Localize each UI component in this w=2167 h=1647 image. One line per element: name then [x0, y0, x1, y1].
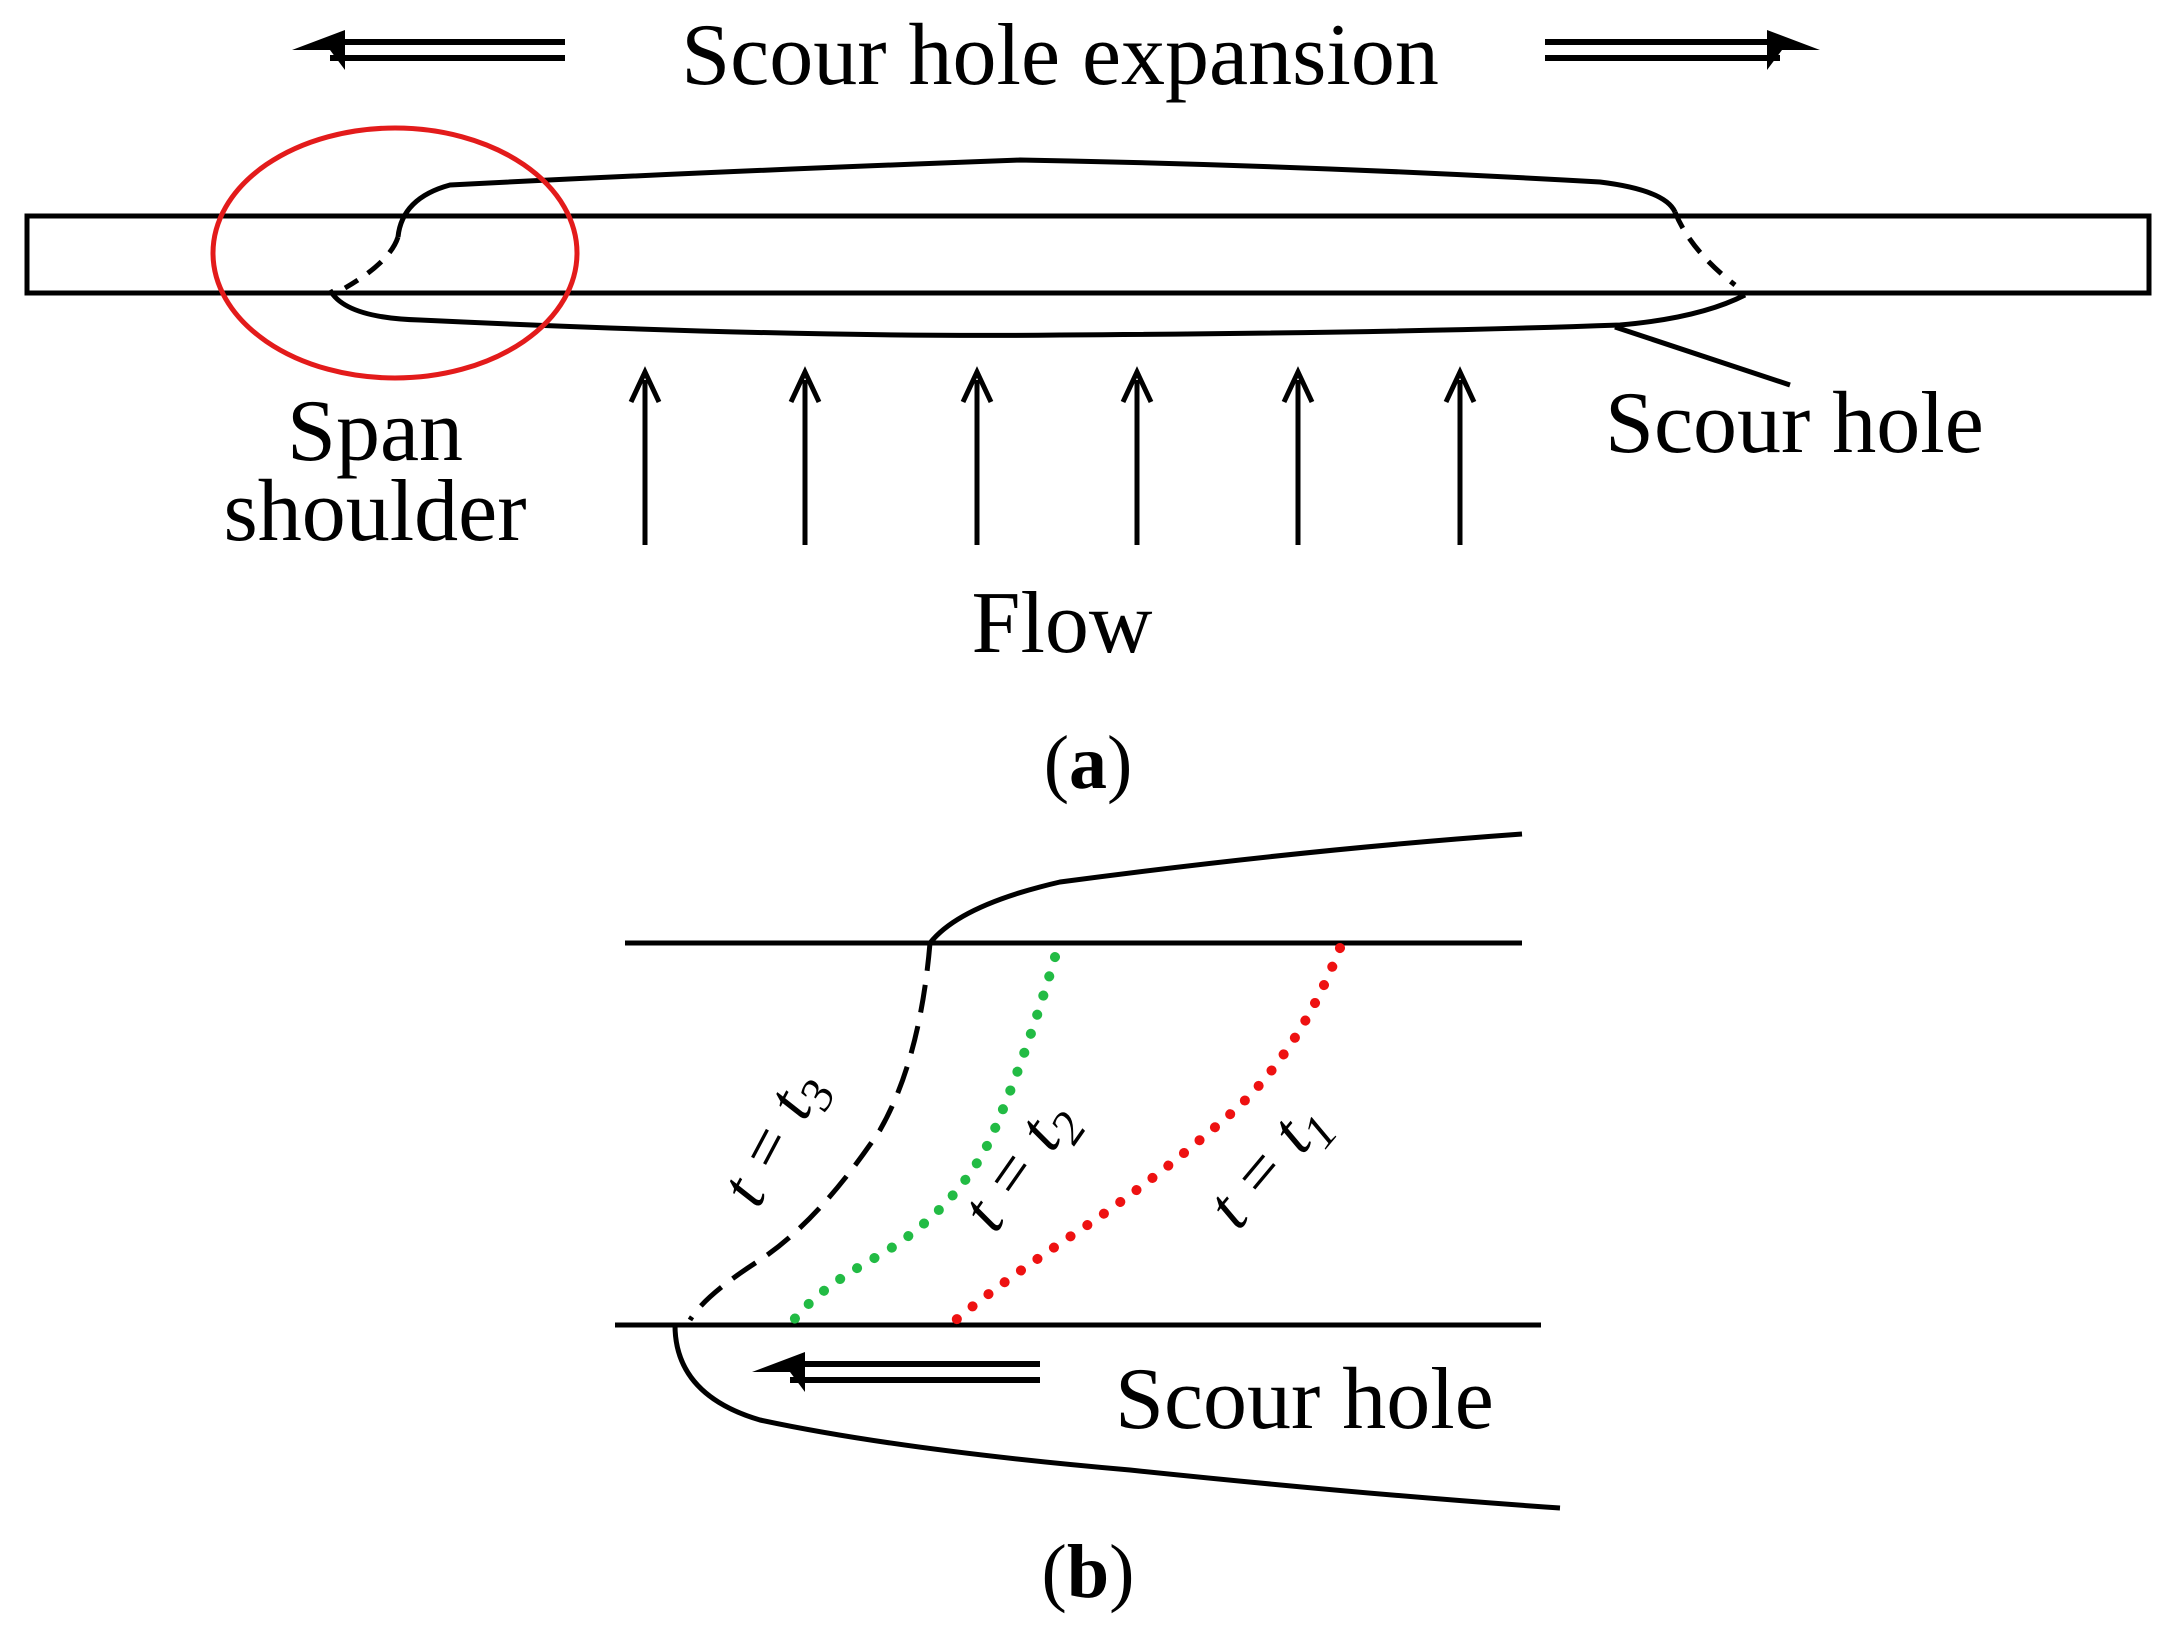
- span-shoulder-label-line2: shoulder: [223, 463, 526, 560]
- flow-arrow: [1281, 366, 1315, 545]
- panel-a-label: (a): [1044, 721, 1133, 805]
- panel-b-paren-open: (: [1042, 1530, 1067, 1614]
- scour-hole-right-hidden-edge: [1672, 211, 1737, 287]
- svg-text:(a): (a): [1044, 721, 1133, 805]
- scour-hole-label-a: Scour hole: [1605, 375, 1984, 472]
- scour-hole-left-hidden-edge: [343, 236, 401, 291]
- scour-hole-lower-edge: [327, 288, 1747, 338]
- profile-t3: [687, 942, 933, 1322]
- scour-hole-upper-edge: [395, 157, 1678, 238]
- flow-arrow: [1443, 366, 1477, 545]
- scour-edge-lower: [672, 1324, 1561, 1511]
- flow-label: Flow: [972, 575, 1153, 672]
- span-shoulder-highlight-circle: [210, 125, 580, 381]
- flow-arrows: [628, 366, 1477, 545]
- expansion-arrow-right: [1545, 30, 1820, 70]
- expansion-arrow-left: [292, 30, 565, 70]
- scour-edge-upper: [928, 831, 1523, 945]
- label-t2: t = t2: [945, 1084, 1097, 1249]
- panel-a: Scour hole expansion Scour hole Span sho…: [24, 7, 2152, 805]
- panel-b-letter: b: [1067, 1530, 1109, 1614]
- scour-hole-arrow: [752, 1352, 1040, 1392]
- panel-b-paren-close: ): [1109, 1530, 1134, 1614]
- svg-text:(b): (b): [1042, 1530, 1135, 1614]
- panel-b: t = t3 t = t2 t = t1 Scour hole (b): [615, 831, 1561, 1614]
- label-t1: t = t1: [1191, 1084, 1348, 1248]
- pipeline: [24, 213, 2152, 296]
- label-t3: t = t3: [704, 1056, 846, 1221]
- flow-arrow: [628, 366, 662, 545]
- profile-t1: [945, 943, 1345, 1330]
- panel-b-label: (b): [1042, 1530, 1135, 1614]
- span-shoulder-label-line1: Span: [287, 383, 463, 480]
- panel-a-paren-open: (: [1044, 721, 1069, 805]
- flow-arrow: [788, 366, 822, 545]
- scour-hole-label-b: Scour hole: [1115, 1351, 1494, 1448]
- expansion-title: Scour hole expansion: [681, 7, 1439, 104]
- panel-a-letter: a: [1069, 721, 1107, 805]
- flow-arrow: [960, 366, 994, 545]
- scour-hole-leader: [1614, 324, 1791, 388]
- flow-arrow: [1120, 366, 1154, 545]
- panel-a-paren-close: ): [1107, 721, 1132, 805]
